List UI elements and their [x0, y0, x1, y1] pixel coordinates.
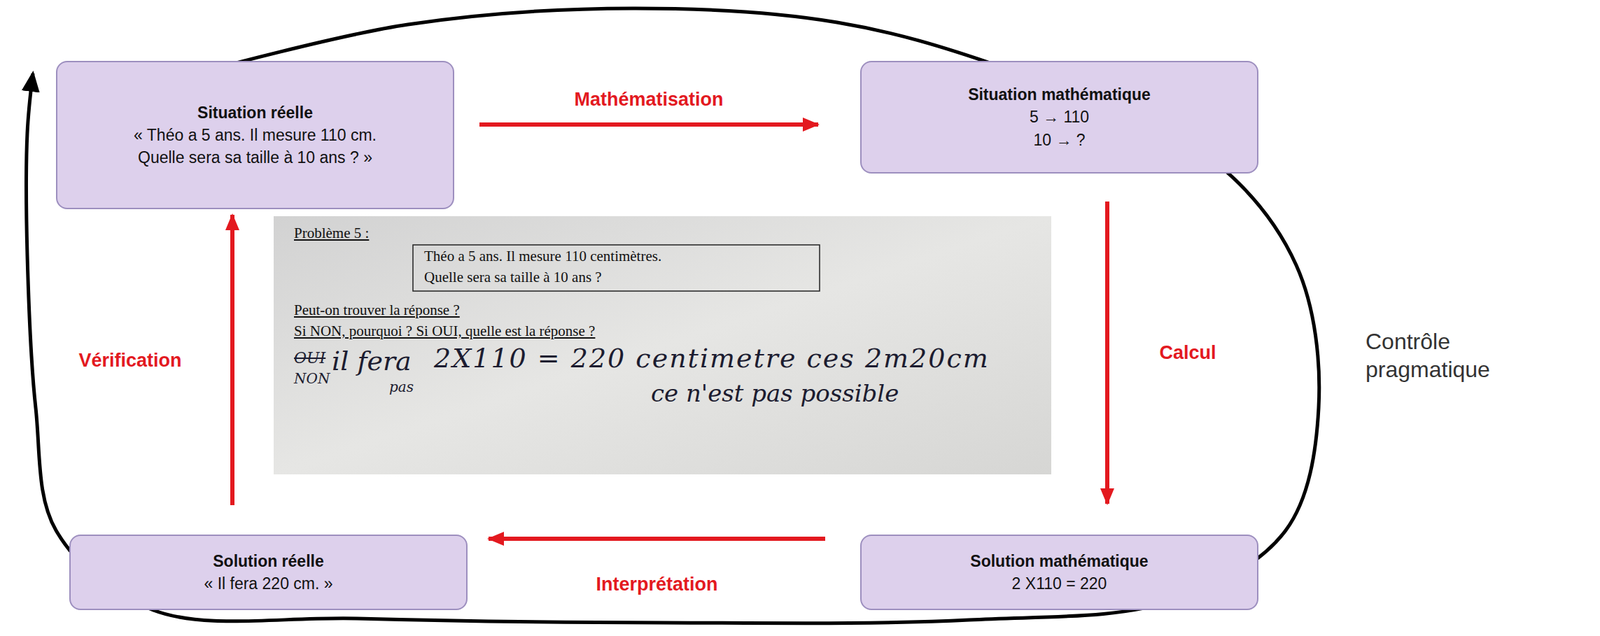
handwritten-answer: ce n'est pas possible	[650, 380, 899, 407]
arrow-label: Mathématisation	[573, 88, 724, 111]
process-box: Situation réelle« Théo a 5 ans. Il mesur…	[55, 60, 455, 210]
box-text: « Il fera 220 cm. »	[203, 572, 333, 595]
box-text: 10 → ?	[1033, 128, 1085, 152]
box-text: 2 X110 = 220	[1012, 572, 1108, 595]
worksheet-text: Si NON, pourquoi ? Si OUI, quelle est la…	[293, 323, 595, 340]
handwritten-answer: il fera	[331, 347, 412, 377]
arrow-connector	[1105, 201, 1110, 504]
handwritten-answer: pas	[389, 379, 414, 395]
handwritten-answer: 2X110 = 220 centimetre ces 2m20cm	[433, 344, 990, 374]
handwritten-answer: NON	[293, 370, 330, 387]
question-frame	[412, 244, 820, 292]
arrow-label: Vérification	[78, 349, 182, 371]
process-box: Solution réelle« Il fera 220 cm. »	[69, 534, 468, 611]
worksheet-text: Peut-on trouver la réponse ?	[293, 302, 460, 319]
process-box: Solution mathématique2 X110 = 220	[860, 534, 1259, 611]
worksheet-text: Problème 5 :	[293, 225, 369, 242]
arrow-connector	[488, 536, 826, 542]
arrow-connector	[230, 214, 235, 506]
process-box: Situation mathématique5 → 11010 → ?	[860, 60, 1259, 174]
box-text: 5 → 110	[1029, 105, 1090, 129]
arrow-connector	[479, 122, 819, 127]
box-heading: Solution réelle	[212, 550, 324, 573]
handwritten-answer: OUI	[293, 349, 326, 367]
box-heading: Solution mathématique	[970, 550, 1148, 573]
worksheet-text: Quelle sera sa taille à 10 ans ?	[424, 269, 602, 286]
box-heading: Situation mathématique	[967, 83, 1151, 106]
arrow-label: Calcul	[1159, 342, 1216, 364]
worksheet-text: Théo a 5 ans. Il mesure 110 centimètres.	[424, 248, 662, 265]
arrow-label: Interprétation	[595, 573, 718, 596]
box-heading: Situation réelle	[197, 101, 313, 124]
control-loop	[26, 8, 1320, 624]
loop-label: Contrôle pragmatique	[1365, 327, 1527, 384]
worksheet-photo	[273, 216, 1052, 475]
box-text: « Théo a 5 ans. Il mesure 110 cm. Quelle…	[115, 123, 396, 169]
